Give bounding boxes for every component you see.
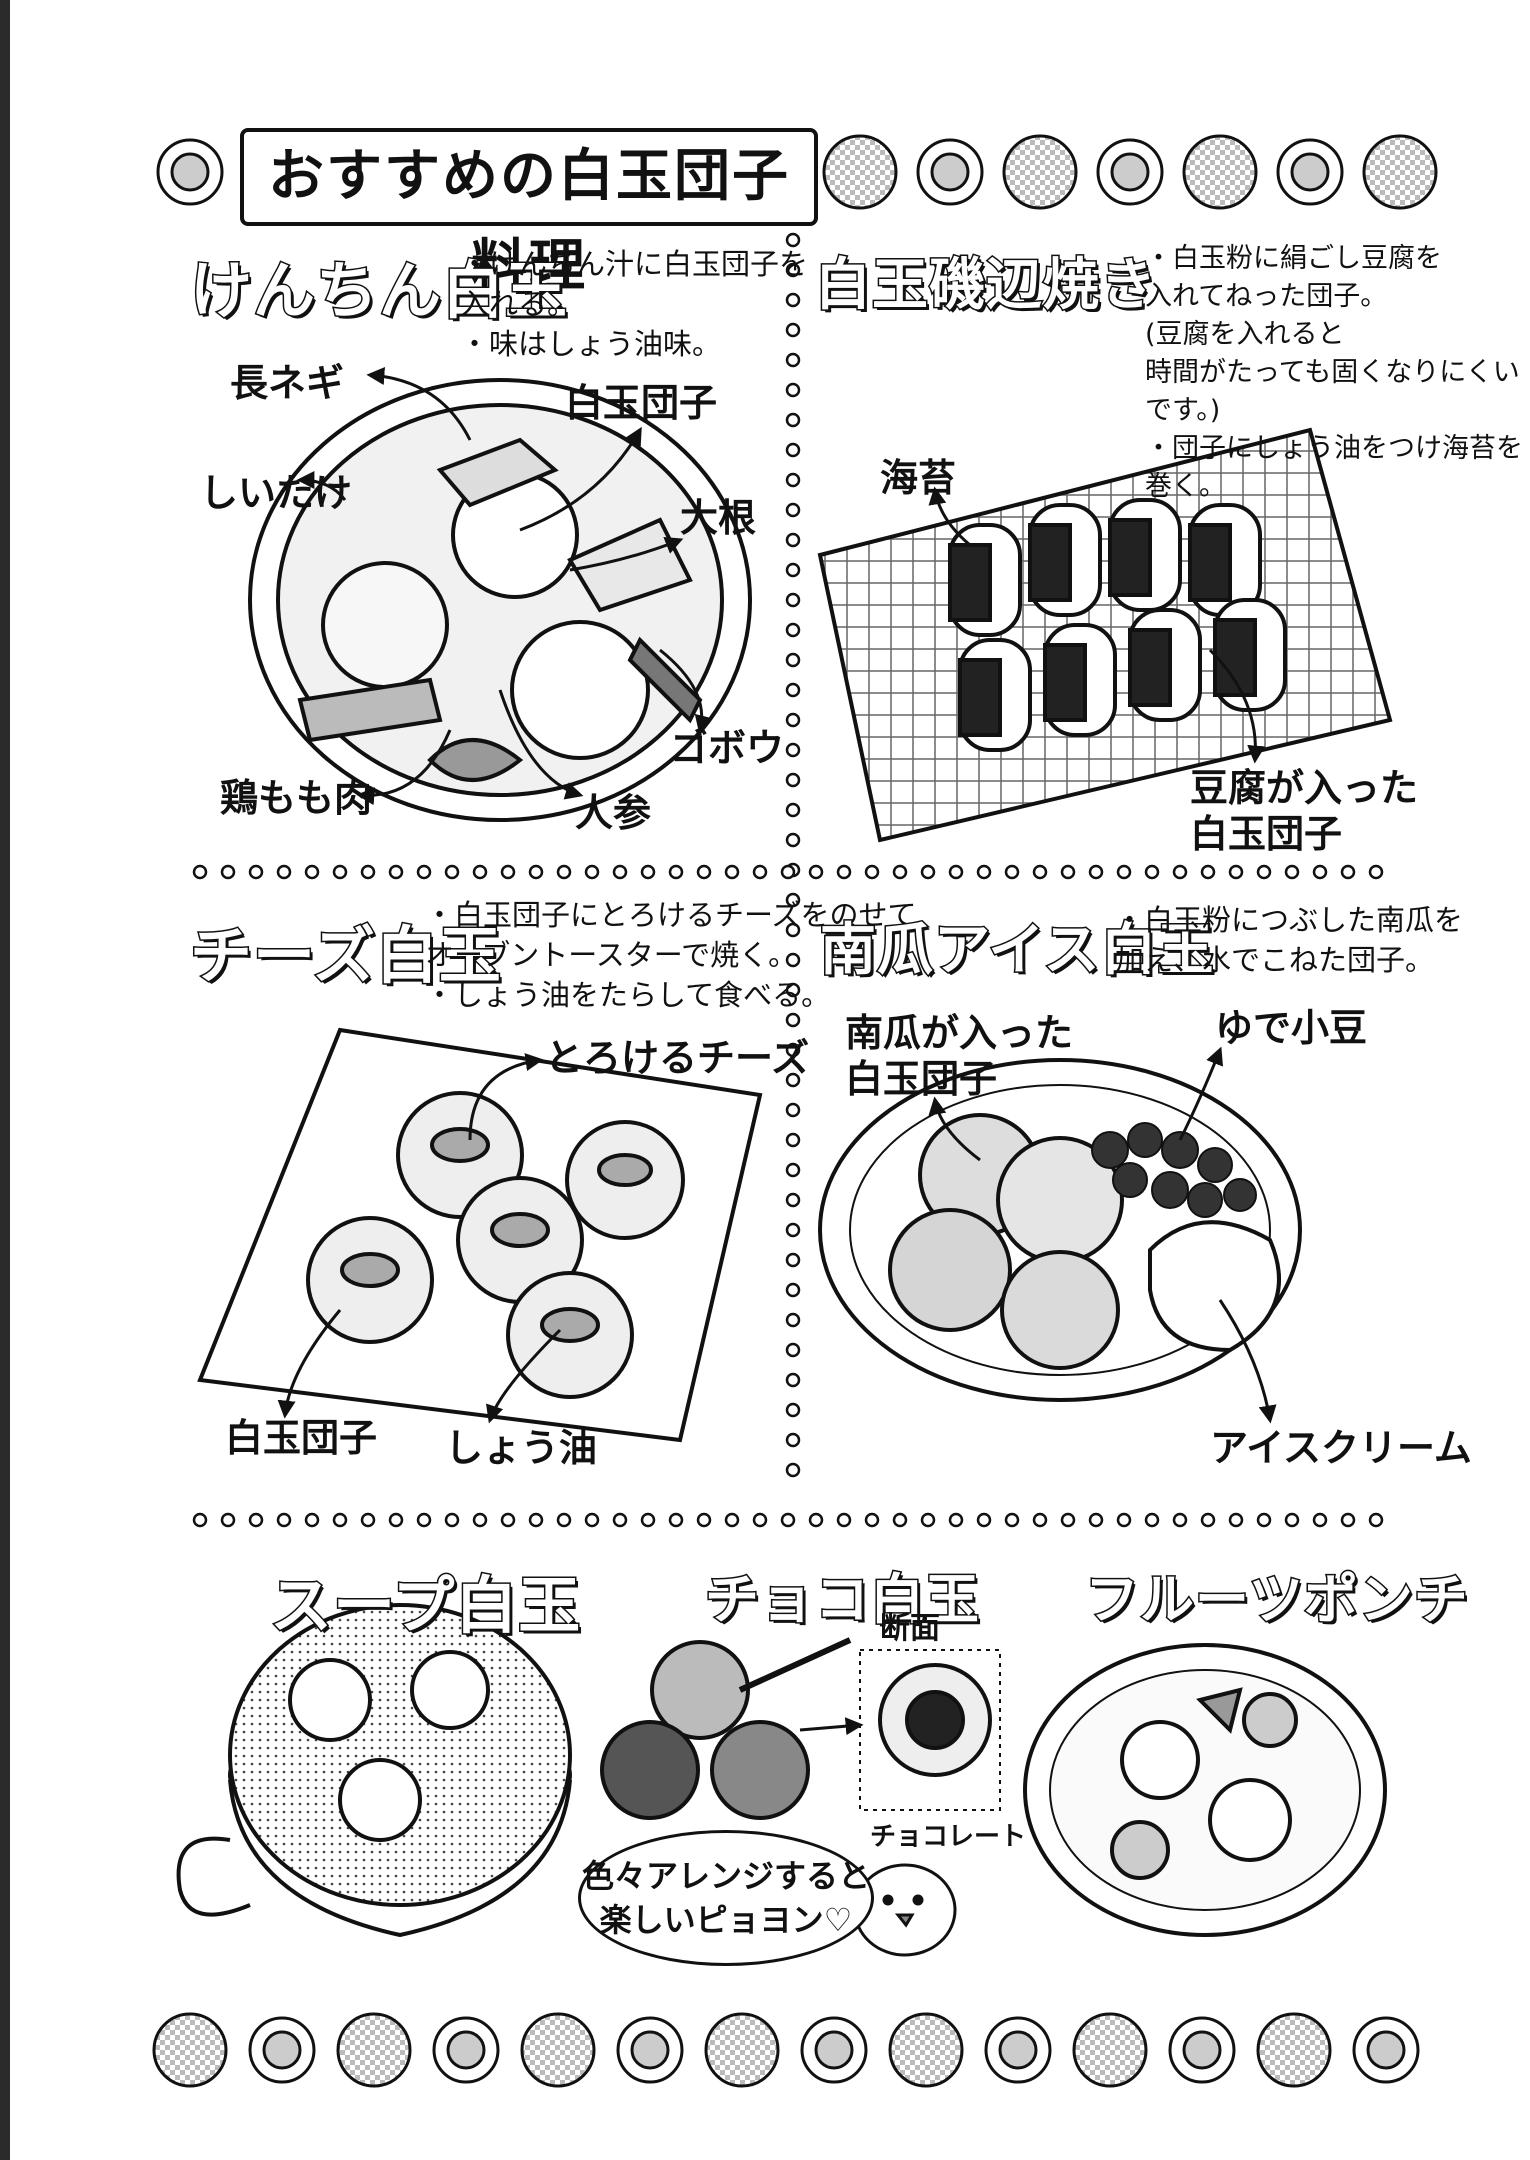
soup-bowl-illustration [176, 1603, 572, 1938]
choco-label-section: 断面 [880, 1611, 940, 1646]
pumpkin-arrows [928, 1046, 1277, 1424]
pumpkin-notes: ・白玉粉につぶした南瓜を 加え、水でこねた団子。 [1115, 903, 1464, 977]
pumpkin-plate-illustration [818, 1058, 1302, 1402]
isobe-title: 白玉磯辺焼き [814, 252, 1158, 320]
pumpkin-label-dango: 南瓜が入った 白玉団子 [845, 1011, 1074, 1101]
choco-arrow [799, 1717, 864, 1736]
cheese-arrows [277, 1053, 562, 1424]
pumpkin-title: 南瓜アイス白玉 [819, 917, 1216, 985]
pumpkin-label-azuki: ゆで小豆 [1215, 1006, 1368, 1050]
isobe-tray-illustration [817, 427, 1393, 843]
kenchin-label-shiitake: しいたけ [200, 471, 353, 515]
kenchin-label-chicken: 鶏もも肉 [220, 776, 373, 820]
kenchin-label-gobou: ゴボウ [670, 726, 785, 770]
cheese-plate-illustration [197, 1027, 763, 1443]
choco-label-chocolate: チョコレート [870, 1822, 1027, 1852]
choco-dango-illustration [600, 1637, 1001, 1820]
page-edge [0, 0, 10, 2160]
choco-title: チョコ白玉 [704, 1567, 981, 1633]
cheese-notes: ・白玉団子にとろけるチーズをのせて オーブントースターで焼く。 ・しょう油をたら… [425, 898, 917, 1012]
isobe-arrows [928, 486, 1266, 764]
kenchin-label-ninjin: 人参 [575, 791, 652, 835]
cheese-label-dango: 白玉団子 [225, 1416, 378, 1460]
fruit-title: フルーツポンチ [1084, 1567, 1470, 1633]
page-title: おすすめの白玉団子料理 [240, 128, 818, 299]
fruit-punch-illustration [1023, 1643, 1387, 1937]
kenchin-title: けんちん白玉 [188, 253, 569, 329]
cheese-label-cheese: とろけるチーズ [545, 1036, 810, 1080]
isobe-label-nori: 海苔 [880, 456, 957, 500]
kenchin-arrows [296, 367, 713, 806]
kenchin-label-daikon: 大根 [680, 496, 757, 540]
isobe-notes-a: ・白玉粉に絹ごし豆腐を 入れてねった団子。 (豆腐を入れると 時間がたっても固く… [1145, 243, 1523, 502]
kenchin-label-dango: 白玉団子 [565, 381, 718, 425]
bottom-border-decoration [152, 2012, 1420, 2088]
isobe-label-tofu-dango: 豆腐が入った 白玉団子 [1190, 766, 1419, 856]
kenchin-notes: ・けんちん汁に白玉団子を 入れる。 ・味はしょう油味。 [460, 247, 809, 361]
kenchin-bowl-illustration [248, 378, 752, 822]
soup-title: スープ白玉 [268, 1568, 582, 1644]
cheese-title: チーズ白玉 [189, 918, 503, 994]
kenchin-label-negi: 長ネギ [230, 361, 345, 405]
cheese-label-shoyu: しょう油 [445, 1426, 598, 1470]
dotted-dividers [192, 232, 1384, 1528]
pumpkin-label-ice: アイスクリーム [1210, 1426, 1472, 1470]
top-border-decoration [156, 134, 1438, 210]
speech-bubble: 色々アレンジすると 楽しいピョヨン♡ [578, 1830, 874, 1966]
